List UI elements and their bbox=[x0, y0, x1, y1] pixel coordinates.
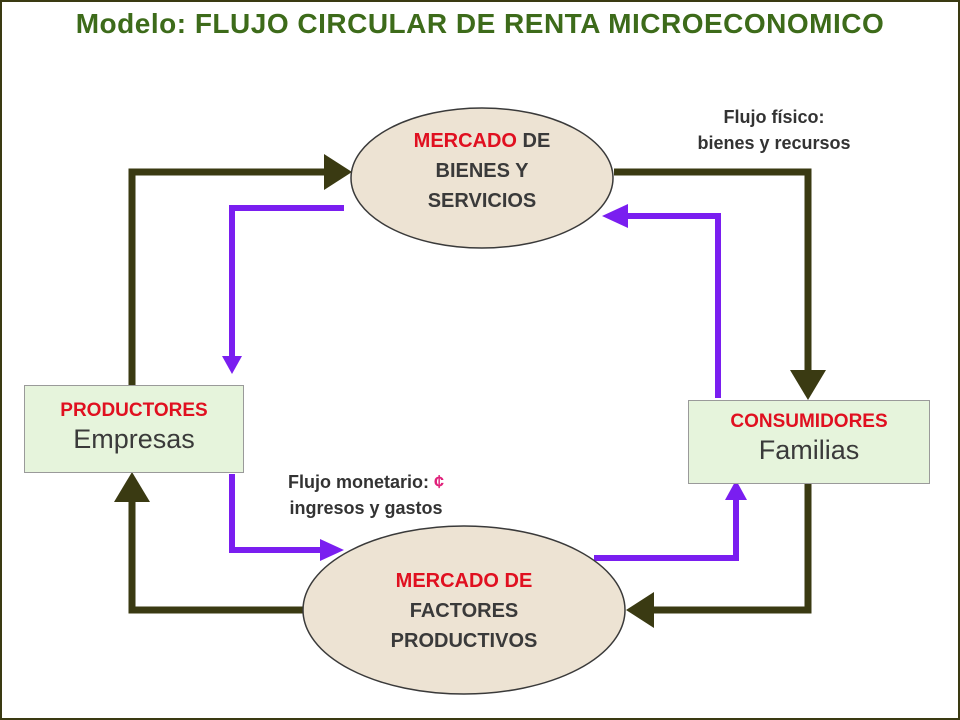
goods-market-line1-rest: DE bbox=[517, 130, 551, 152]
producers-subtitle: Empresas bbox=[73, 424, 195, 454]
producers-box: PRODUCTORES Empresas bbox=[24, 385, 244, 473]
monetary-flow-producers-to-factor-market bbox=[229, 474, 322, 553]
consumers-box: CONSUMIDORES Familias bbox=[688, 400, 930, 484]
factor-market-line2: FACTORES bbox=[409, 600, 519, 622]
monetary-flow-consumers-to-goods-market bbox=[628, 213, 721, 398]
physical-flow-producers-to-goods-market bbox=[128, 168, 326, 385]
monetary-flow-label-line1: Flujo monetario: bbox=[287, 472, 434, 492]
physical-flow-label: Flujo físico: bienes y recursos bbox=[660, 104, 888, 156]
physical-flow-goods-market-to-consumers bbox=[614, 168, 812, 372]
factor-market-ellipse bbox=[302, 525, 626, 695]
arrowhead-into-goods-market-money bbox=[602, 204, 628, 228]
arrowhead-into-consumers-money bbox=[725, 480, 747, 500]
goods-market-label: MERCADO DE BIENES Y SERVICIOS bbox=[360, 126, 604, 216]
physical-flow-label-line1: Flujo físico: bbox=[723, 107, 825, 127]
arrowhead-into-factor-market-money bbox=[320, 539, 344, 561]
arrowhead-into-producers bbox=[114, 472, 150, 502]
monetary-flow-factor-market-to-consumers bbox=[594, 498, 739, 561]
page-title: Modelo: FLUJO CIRCULAR DE RENTA MICROECO… bbox=[75, 8, 885, 39]
goods-market-line1-red: MERCADO bbox=[413, 130, 517, 152]
arrowhead-into-consumers bbox=[790, 370, 826, 400]
physical-flow-label-line2: bienes y recursos bbox=[697, 133, 851, 153]
physical-flow-factor-market-to-producers bbox=[128, 502, 304, 614]
monetary-flow-goods-market-to-producers bbox=[229, 205, 344, 360]
factor-market-line1: MERCADO DE bbox=[395, 570, 533, 592]
goods-market-line3: SERVICIOS bbox=[427, 190, 537, 212]
goods-market-ellipse bbox=[350, 107, 614, 249]
factor-market-label: MERCADO DE FACTORES PRODUCTIVOS bbox=[320, 566, 608, 656]
consumers-heading: CONSUMIDORES bbox=[730, 411, 888, 432]
goods-market-line2: BIENES Y bbox=[435, 160, 529, 182]
producers-heading: PRODUCTORES bbox=[60, 400, 208, 421]
arrowhead-into-factor-market bbox=[626, 592, 654, 628]
physical-flow-consumers-to-factor-market bbox=[654, 482, 812, 614]
consumers-subtitle: Familias bbox=[758, 435, 860, 465]
monetary-flow-label: Flujo monetario: ¢ ingresos y gastos bbox=[248, 469, 484, 521]
factor-market-line3: PRODUCTIVOS bbox=[390, 630, 538, 652]
currency-symbol: ¢ bbox=[433, 472, 444, 492]
monetary-flow-label-line2: ingresos y gastos bbox=[289, 498, 443, 518]
arrowhead-into-goods-market bbox=[324, 154, 352, 190]
arrowhead-into-producers-money bbox=[222, 356, 242, 374]
